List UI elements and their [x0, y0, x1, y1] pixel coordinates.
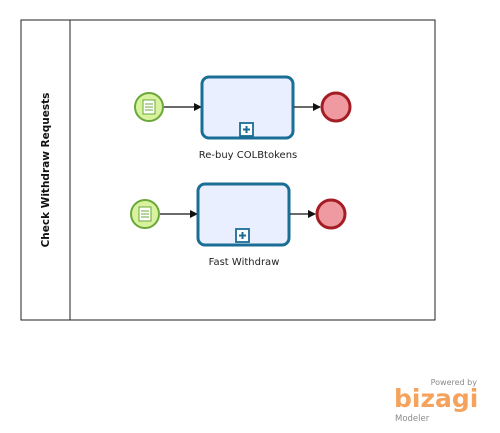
- task-label-rebuy: Re-buy COLBtokens: [198, 150, 298, 161]
- subprocess-fast-withdraw[interactable]: [196, 182, 291, 247]
- end-event-rebuy[interactable]: [320, 91, 352, 123]
- start-event-rebuy[interactable]: [134, 92, 164, 122]
- plus-icon: [235, 228, 250, 243]
- process-row-rebuy: [134, 75, 352, 140]
- pool-border: [20, 19, 436, 321]
- message-icon: [142, 99, 156, 115]
- plus-icon: [239, 122, 254, 137]
- pool-header: Check Withdraw Requests: [21, 20, 70, 320]
- start-event-fast-withdraw[interactable]: [130, 199, 160, 229]
- end-event-fast-withdraw[interactable]: [315, 198, 347, 230]
- powered-by-text: Powered by: [430, 378, 477, 387]
- bizagi-branding: Powered by bizagi Modeler: [392, 378, 480, 428]
- message-icon: [138, 206, 152, 222]
- process-row-fast-withdraw: [130, 182, 347, 247]
- pool-label: Check Withdraw Requests: [39, 92, 52, 248]
- pool[interactable]: [20, 19, 436, 321]
- task-label-fast-withdraw: Fast Withdraw: [208, 257, 280, 268]
- bizagi-logo: bizagi: [394, 384, 479, 413]
- modeler-text: Modeler: [395, 414, 430, 424]
- subprocess-rebuy-colbtokens[interactable]: [200, 75, 295, 140]
